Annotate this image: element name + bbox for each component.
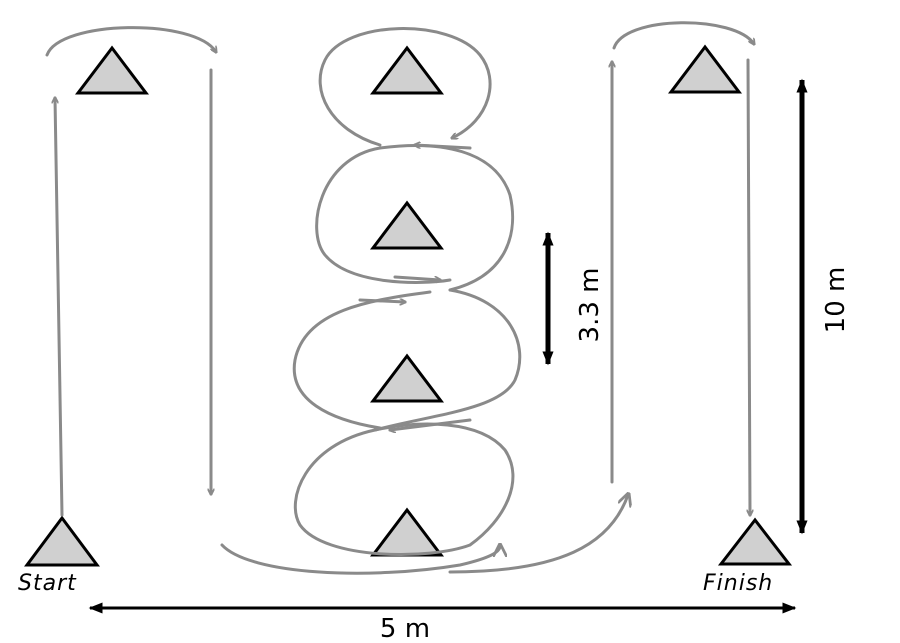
path-arc-top-right [612,21,754,50]
cone-top-left [74,45,150,95]
cone-finish [717,517,793,566]
cone-slalom-2 [369,200,445,250]
cone-slalom-1 [369,45,445,95]
path-bottom-sweep [220,545,500,575]
path-exit-sweep [448,495,628,574]
path-slalom-loop-3-connector [373,288,522,432]
path-slalom-arrow-3b [358,300,405,302]
cone-slalom-3 [369,353,445,403]
path-arc-top-left [45,26,216,57]
spacing-dimension-label: 3.3 m [575,268,605,343]
cone-start [24,515,100,567]
dimensions [88,78,808,614]
path-slalom-loop-1 [318,27,492,147]
path-slalom-loop-2 [315,144,514,292]
path-slalom-arrow-2b [415,145,472,150]
width-dimension-label: 5 m [380,614,430,643]
cone-top-right [667,44,743,94]
cone-slalom-4 [369,507,445,557]
cones [24,44,793,567]
start-label: Start [18,571,77,596]
running-path [45,21,754,575]
finish-label: Finish [703,571,773,596]
length-dimension-label: 10 m [821,267,851,334]
path-slalom-arrow-3 [390,418,472,430]
path-slalom-arrow-2 [393,275,440,280]
path-down-finish [748,58,750,517]
path-start-sprint [55,96,64,517]
